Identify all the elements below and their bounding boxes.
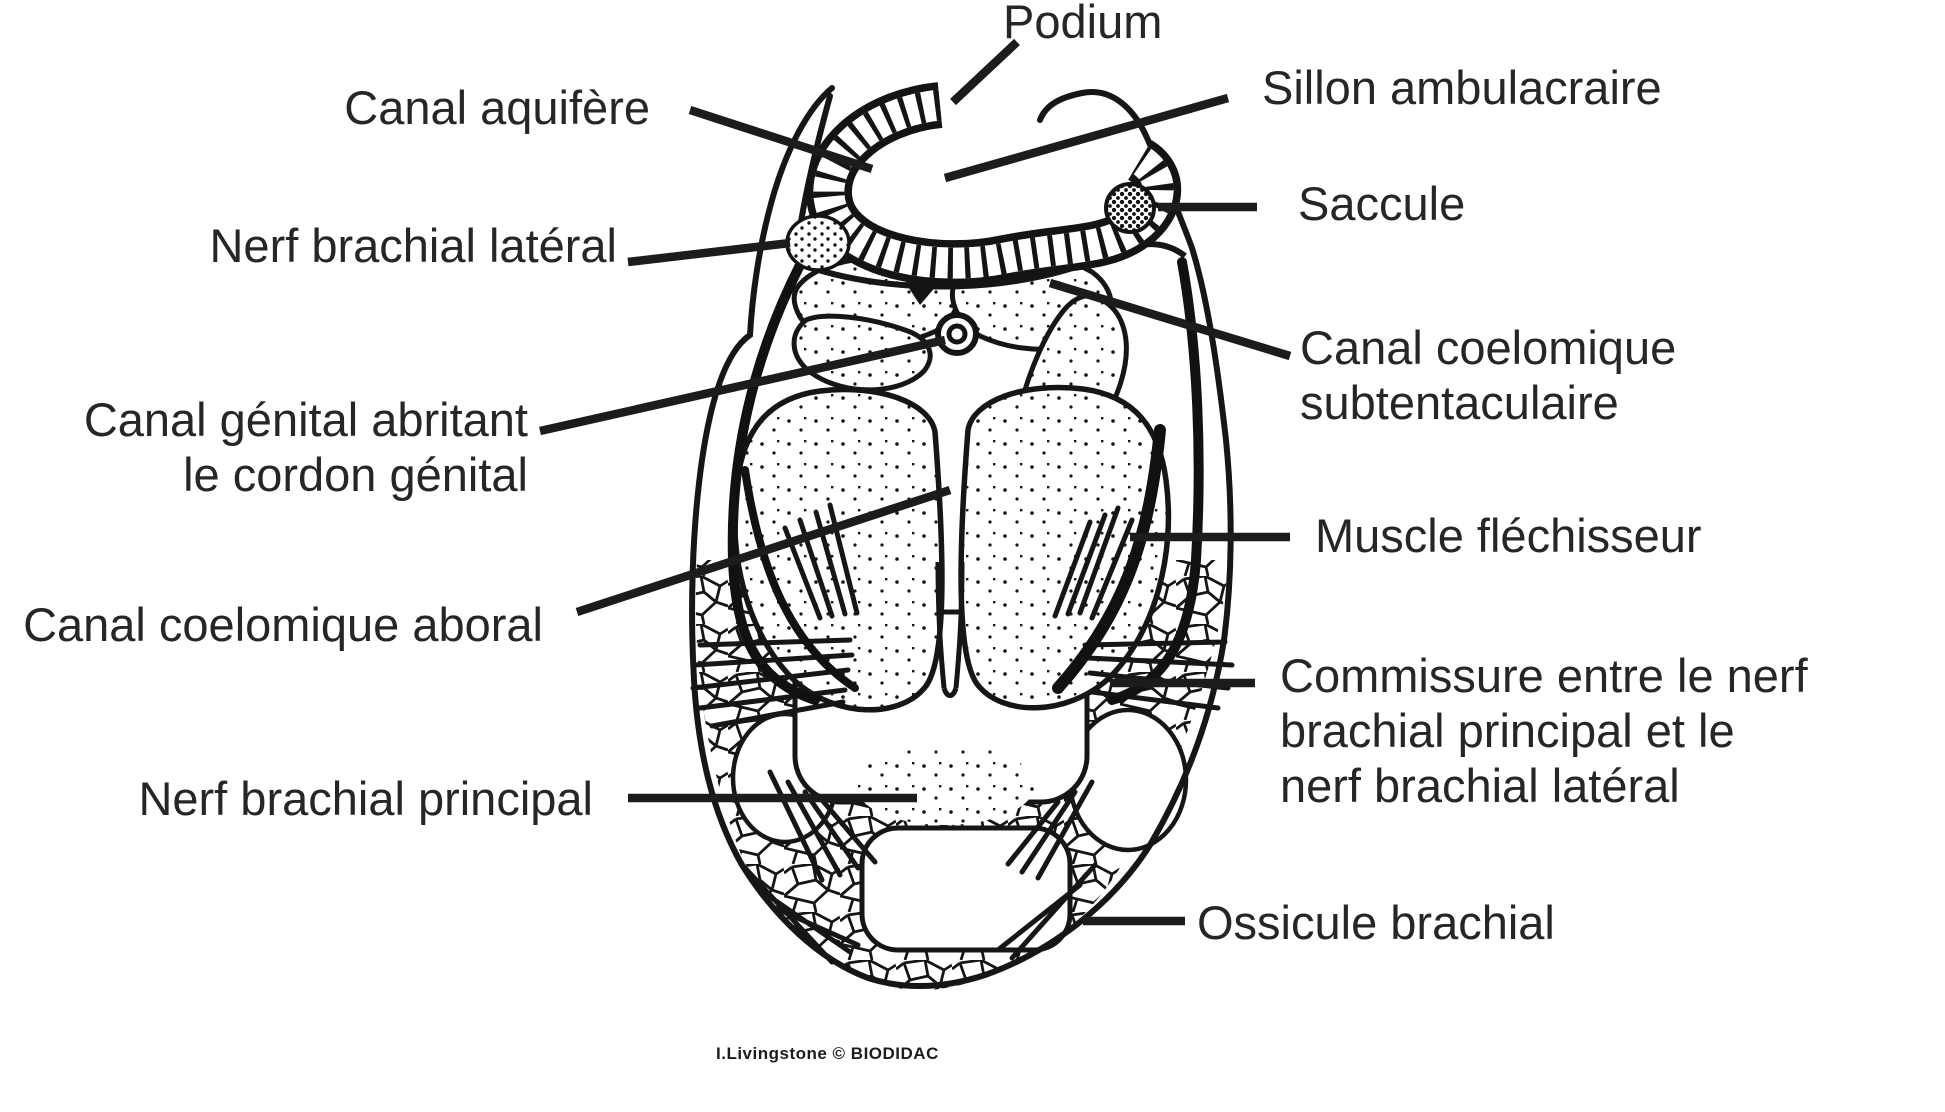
leader-aboral xyxy=(575,485,952,617)
leader-subtent xyxy=(1048,278,1292,361)
aboral-canal xyxy=(935,561,965,698)
label-canal-coelomique-subtentaculaire: Canal coelomique subtentaculaire xyxy=(1300,320,1676,430)
credit-text: I.Livingstone © BIODIDAC xyxy=(716,1044,939,1063)
body-outline xyxy=(689,85,1234,989)
saccule-structure xyxy=(1104,182,1156,234)
leader-lines xyxy=(539,38,1292,926)
label-canal-genital: Canal génital abritant le cordon génital xyxy=(84,392,528,502)
genital-canal-structure xyxy=(935,312,979,356)
label-ossicule-brachial: Ossicule brachial xyxy=(1197,896,1555,949)
label-canal-coelomique-aboral: Canal coelomique aboral xyxy=(23,598,543,651)
leader-sillon xyxy=(943,93,1230,183)
leader-podium xyxy=(950,38,1020,106)
label-line: subtentaculaire xyxy=(1300,376,1619,429)
leader-genital xyxy=(539,335,946,436)
flexor-muscles xyxy=(731,384,1172,713)
lateral-nerve-structure xyxy=(785,214,851,272)
stipple-patch xyxy=(855,745,1035,825)
label-line: le cordon génital xyxy=(183,448,528,501)
label-canal-aquifere: Canal aquifère xyxy=(344,81,650,134)
label-line: brachial principal et le xyxy=(1280,704,1735,757)
label-nerf-brachial-principal: Nerf brachial principal xyxy=(138,772,593,825)
leader-lateral xyxy=(627,238,791,267)
label-line: Canal coelomique xyxy=(1300,321,1677,374)
label-muscle-flechisseur: Muscle fléchisseur xyxy=(1315,509,1702,562)
label-line: Canal génital abritant xyxy=(83,393,528,446)
label-podium: Podium xyxy=(1003,0,1163,48)
label-sillon-ambulacraire: Sillon ambulacraire xyxy=(1262,61,1662,114)
commissure-band xyxy=(1052,424,1166,694)
label-commissure: Commissure entre le nerf brachial princi… xyxy=(1280,648,1808,813)
label-line: nerf brachial latéral xyxy=(1280,759,1680,812)
label-saccule: Saccule xyxy=(1298,177,1466,230)
label-nerf-brachial-lateral: Nerf brachial latéral xyxy=(209,219,617,272)
leader-aquifere xyxy=(688,105,874,174)
radial-nerve-spot xyxy=(905,282,938,305)
label-line: Commissure entre le nerf xyxy=(1280,649,1808,702)
nerve-bands xyxy=(727,257,1204,705)
